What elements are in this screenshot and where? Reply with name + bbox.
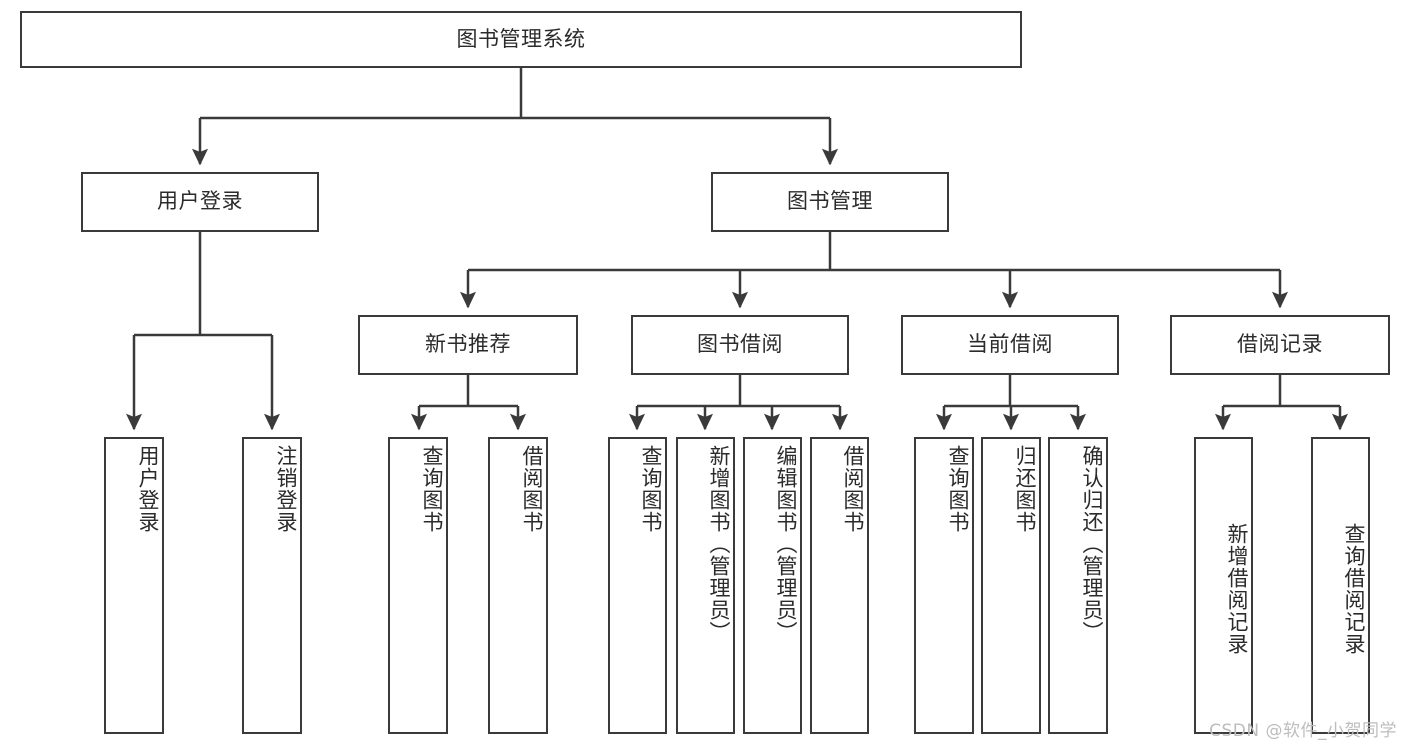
leaf-current-borrow-confirm-return-admin[interactable]: 确认归还（管理员）: [1048, 437, 1108, 734]
node-borrow-record[interactable]: 借阅记录: [1170, 315, 1390, 375]
node-book-management[interactable]: 图书管理: [711, 172, 949, 232]
leaf-borrow-record-query-record[interactable]: 查询借阅记录: [1311, 437, 1370, 734]
leaf-user-login-logout[interactable]: 注销登录: [242, 437, 302, 734]
node-new-book-recommend[interactable]: 新书推荐: [358, 315, 578, 375]
leaf-book-borrow-edit-book-admin[interactable]: 编辑图书（管理员）: [743, 437, 802, 734]
node-user-login[interactable]: 用户登录: [81, 172, 319, 232]
node-current-borrow[interactable]: 当前借阅: [901, 315, 1119, 375]
leaf-book-borrow-add-book-admin[interactable]: 新增图书（管理员）: [676, 437, 735, 734]
leaf-borrow-record-add-record[interactable]: 新增借阅记录: [1194, 437, 1253, 734]
leaf-book-borrow-borrow-book[interactable]: 借阅图书: [810, 437, 869, 734]
node-book-borrow[interactable]: 图书借阅: [631, 315, 849, 375]
leaf-current-borrow-return-book[interactable]: 归还图书: [981, 437, 1041, 734]
leaf-book-borrow-query-book[interactable]: 查询图书: [608, 437, 667, 734]
leaf-new-book-query-book[interactable]: 查询图书: [388, 437, 448, 734]
leaf-user-login-login[interactable]: 用户登录: [104, 437, 164, 734]
leaf-current-borrow-query-book[interactable]: 查询图书: [914, 437, 974, 734]
csdn-watermark: CSDN @软件_小贺同学: [1209, 721, 1397, 741]
node-root-system[interactable]: 图书管理系统: [20, 11, 1022, 68]
leaf-new-book-borrow-book[interactable]: 借阅图书: [488, 437, 548, 734]
